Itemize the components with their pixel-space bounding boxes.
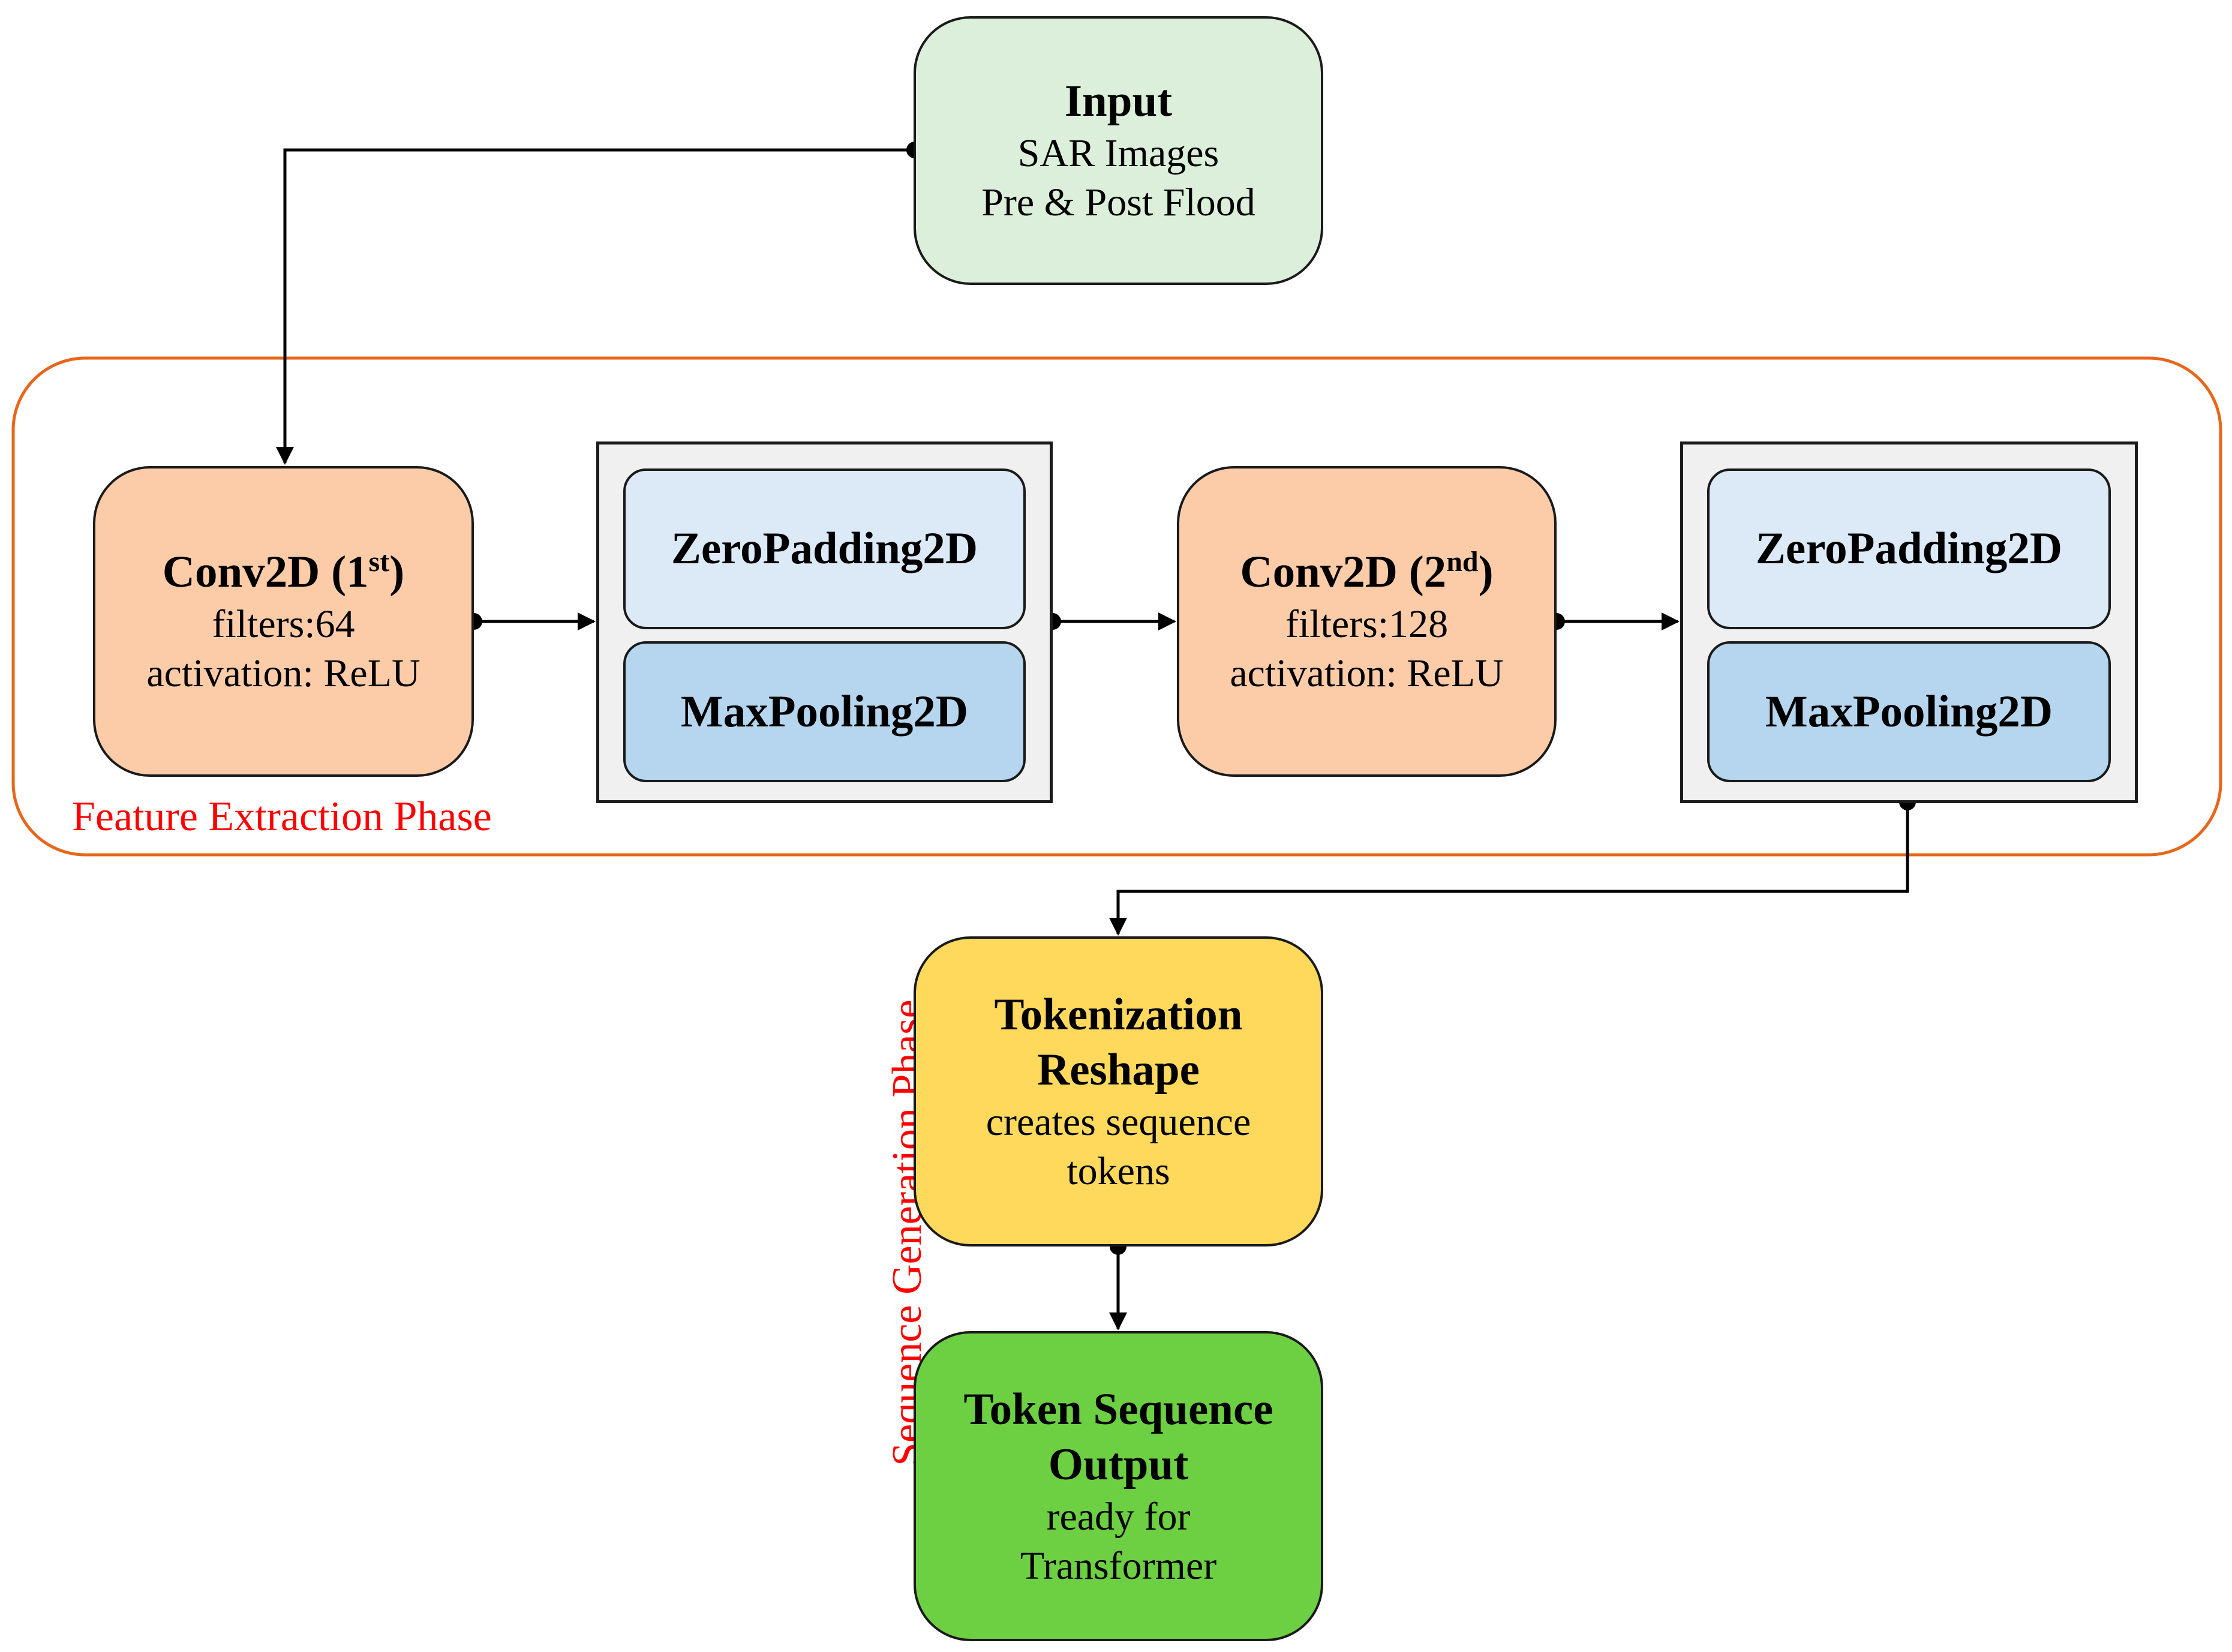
- feature-phase-outline: [11, 356, 2222, 857]
- tokenize-line-1: creates sequence: [986, 1100, 1251, 1144]
- conv2-title: Conv2D (2nd): [1240, 545, 1493, 600]
- conv2-node: Conv2D (2nd) filters:128 activation: ReL…: [1177, 466, 1557, 777]
- conv2-activation: activation: ReLU: [1230, 651, 1504, 695]
- tokenize-node: Tokenization Reshape creates sequence to…: [914, 936, 1323, 1246]
- input-node: Input SAR Images Pre & Post Flood: [914, 16, 1323, 285]
- input-line-2: Pre & Post Flood: [981, 181, 1255, 224]
- edge-tokenize-to-output: [1109, 1238, 1127, 1330]
- conv2-title-text: Conv2D (2: [1240, 547, 1447, 597]
- edge-stack1-to-conv2: [1044, 612, 1176, 630]
- conv1-title-sup: st: [368, 546, 390, 578]
- edge-input-to-conv1: [276, 142, 923, 465]
- stack1-container: ZeroPadding2D MaxPooling2D: [596, 441, 1053, 803]
- stack1-maxpooling: MaxPooling2D: [623, 641, 1026, 782]
- tokenize-title-1: Tokenization: [994, 989, 1243, 1040]
- edge-stack2-to-tokenize: [1109, 794, 1916, 936]
- conv1-title-text: Conv2D (1: [162, 547, 369, 597]
- conv2-filters: filters:128: [1285, 602, 1449, 646]
- stack2-zeropadding: ZeroPadding2D: [1707, 468, 2111, 629]
- output-title-2: Output: [1048, 1439, 1189, 1489]
- conv2-title-sup: nd: [1446, 546, 1479, 578]
- conv2-title-close: ): [1478, 547, 1494, 597]
- edge-conv1-to-stack1: [465, 612, 596, 630]
- stack1-zeropadding: ZeroPadding2D: [623, 468, 1026, 629]
- input-line-1: SAR Images: [1017, 131, 1219, 175]
- stack2-container: ZeroPadding2D MaxPooling2D: [1680, 441, 2138, 803]
- tokenize-title-2: Reshape: [1037, 1044, 1200, 1095]
- conv1-activation: activation: ReLU: [146, 651, 420, 695]
- output-line-2: Transformer: [1020, 1543, 1217, 1588]
- output-node: Token Sequence Output ready for Transfor…: [914, 1331, 1323, 1641]
- conv1-title-close: ): [389, 547, 405, 597]
- input-title: Input: [1064, 76, 1173, 126]
- conv1-node: Conv2D (1st) filters:64 activation: ReLU: [93, 466, 474, 777]
- edge-conv2-to-stack2: [1548, 612, 1680, 630]
- tokenize-line-2: tokens: [1067, 1149, 1170, 1193]
- output-line-1: ready for: [1046, 1494, 1191, 1539]
- conv1-title: Conv2D (1st): [163, 545, 404, 600]
- stack2-maxpooling: MaxPooling2D: [1707, 641, 2111, 782]
- conv1-filters: filters:64: [212, 602, 355, 646]
- output-title-1: Token Sequence: [963, 1384, 1273, 1434]
- feature-phase-label: Feature Extraction Phase: [72, 794, 492, 840]
